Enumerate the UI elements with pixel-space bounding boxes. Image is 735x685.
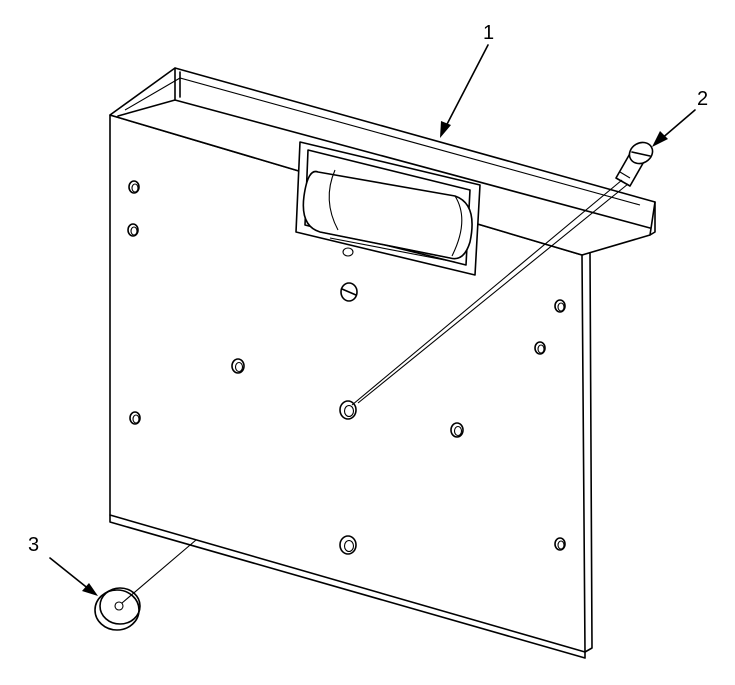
installed-screw-upper — [340, 282, 358, 302]
leader-3 — [49, 557, 98, 596]
callout-label-3: 3 — [28, 534, 39, 556]
leader-lines — [49, 44, 696, 596]
hole — [554, 299, 566, 313]
leader-1 — [440, 44, 489, 138]
leader-2 — [652, 109, 696, 147]
installed-screw-center — [339, 400, 357, 420]
plate-holes — [127, 180, 566, 555]
washer-part-3 — [94, 587, 141, 631]
hole — [129, 411, 141, 425]
hole — [127, 223, 139, 237]
hole — [534, 341, 546, 355]
assembly-lines — [121, 179, 629, 604]
callout-label-1: 1 — [483, 22, 494, 44]
hole — [128, 180, 140, 194]
hole — [450, 422, 464, 438]
screw-part-2 — [615, 141, 654, 187]
callout-label-2: 2 — [697, 88, 708, 110]
hole — [554, 537, 566, 551]
hole — [339, 535, 357, 555]
handle-frame — [295, 141, 481, 276]
hole — [231, 358, 245, 374]
